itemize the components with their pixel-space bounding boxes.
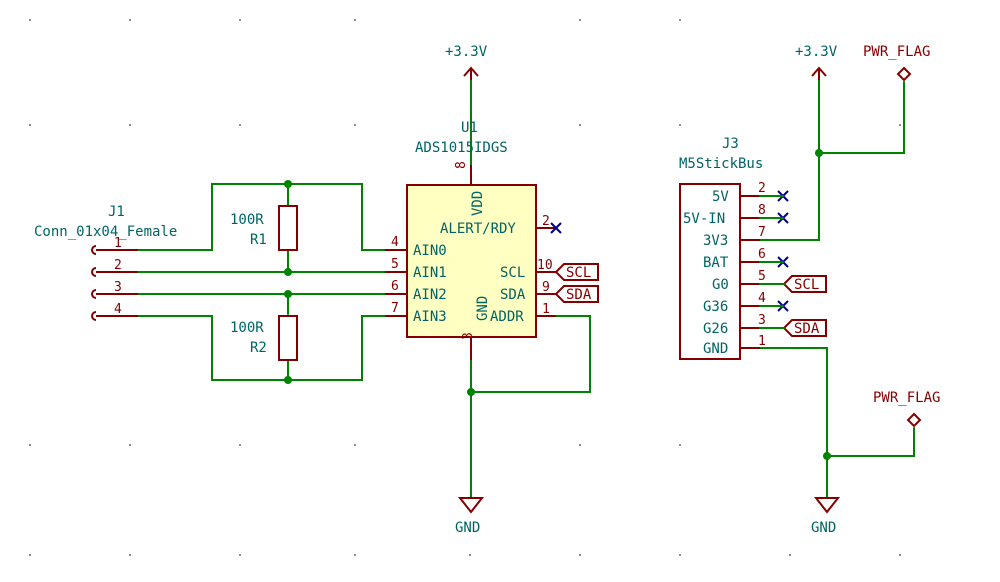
- j3-pin-bat-num: 6: [758, 247, 766, 262]
- net-label-j3-sda[interactable]: SDA: [759, 319, 827, 337]
- pwr-flag-bottom[interactable]: PWR_FLAG: [873, 390, 940, 428]
- u1-adc[interactable]: U1 ADS1015IDGS 8 4 5 6 7 2 10 9 1 3 VDD …: [385, 120, 556, 360]
- resistor-r1[interactable]: 100R R1: [230, 205, 298, 251]
- u1-pin-ain1-name: AIN1: [413, 265, 447, 281]
- j3-pin-5vin-num: 8: [758, 203, 766, 218]
- j3-no-connects: [777, 190, 789, 312]
- u1-pin-alert-num: 2: [542, 214, 550, 229]
- net-label-j3-scl[interactable]: SCL: [759, 275, 827, 293]
- j3-pin-5vin-name: 5V-IN: [683, 211, 725, 227]
- j3-pin-g26-num: 3: [758, 313, 766, 328]
- r1-value: 100R: [230, 212, 264, 228]
- u1-value: ADS1015IDGS: [415, 140, 508, 156]
- u1-pin-scl-name: SCL: [500, 265, 525, 281]
- junction-pwr-flag-top: [815, 149, 823, 157]
- j1-pin3-num: 3: [114, 280, 122, 295]
- u1-alert-nc: [550, 222, 562, 234]
- u1-pin-sda-name: SDA: [500, 287, 526, 303]
- u1-pin-addr-name: ADDR: [490, 309, 524, 325]
- power-u1-vdd[interactable]: +3.3V: [445, 44, 488, 80]
- j3-pin-g36-num: 4: [758, 291, 766, 306]
- u1-pin-sda-num: 9: [542, 280, 550, 295]
- u1-pin-ain3-name: AIN3: [413, 309, 447, 325]
- pwr-flag-bottom-label: PWR_FLAG: [873, 390, 940, 406]
- r2-value: 100R: [230, 320, 264, 336]
- power-j3-vdd[interactable]: +3.3V: [795, 44, 838, 80]
- u1-pin-ain3-num: 7: [391, 301, 399, 316]
- j3-pin-bat-name: BAT: [703, 255, 729, 271]
- r2-ref: R2: [250, 340, 267, 356]
- j1-connector[interactable]: J1 Conn_01x04_Female 1 2 3 4: [34, 204, 177, 321]
- j3-pin-g26-name: G26: [703, 321, 728, 337]
- junction-r1-top: [284, 180, 292, 188]
- u1-pin-ain0-num: 4: [391, 235, 399, 250]
- u1-pin-vdd-name: VDD: [470, 191, 486, 216]
- j3-pin-5v-num: 2: [758, 181, 766, 196]
- grid-dots: [29, 19, 901, 556]
- pwr-flag-top[interactable]: PWR_FLAG: [863, 44, 930, 82]
- junction-u1-gnd: [467, 388, 475, 396]
- j3-pin-gnd-name: GND: [703, 341, 728, 357]
- gnd-right-label: GND: [811, 520, 836, 536]
- power-j3-vdd-label: +3.3V: [795, 44, 838, 60]
- j1-ref: J1: [108, 204, 125, 220]
- net-label-u1-scl[interactable]: SCL: [554, 263, 599, 281]
- net-label-u1-scl-text: SCL: [566, 265, 591, 281]
- u1-pin-addr-num: 1: [542, 302, 550, 317]
- j3-pin-3v3-name: 3V3: [703, 233, 728, 249]
- j3-pin-g0-num: 5: [758, 269, 766, 284]
- r1-ref: R1: [250, 232, 267, 248]
- power-u1-vdd-label: +3.3V: [445, 44, 488, 60]
- u1-pin-ain2-name: AIN2: [413, 287, 447, 303]
- j3-pin-3v3-num: 7: [758, 225, 766, 240]
- gnd-symbol-left[interactable]: GND: [455, 497, 485, 536]
- j1-pin1-num: 1: [114, 236, 122, 251]
- j3-pin-gnd-num: 1: [758, 334, 766, 349]
- u1-pin-gnd-num: 3: [461, 332, 476, 340]
- net-label-u1-sda[interactable]: SDA: [554, 285, 599, 303]
- junction-r2-bottom: [284, 376, 292, 384]
- u1-ref: U1: [461, 120, 478, 136]
- junction-pwr-flag-bottom: [823, 452, 831, 460]
- j3-m5stickbus[interactable]: J3 M5StickBus 5V 5V-IN 3V3 BAT G0 G36 G2…: [679, 136, 766, 360]
- net-label-j3-sda-text: SDA: [794, 321, 820, 337]
- junction-r1-bottom: [284, 268, 292, 276]
- j3-pin-g0-name: G0: [712, 277, 729, 293]
- u1-pin-alert-name: ALERT/RDY: [440, 221, 516, 237]
- j1-pin2-num: 2: [114, 258, 122, 273]
- u1-pin-gnd-name: GND: [475, 296, 491, 321]
- j1-value: Conn_01x04_Female: [34, 224, 177, 240]
- net-label-u1-sda-text: SDA: [566, 287, 592, 303]
- junctions: [284, 149, 831, 460]
- junction-r2-top: [284, 290, 292, 298]
- gnd-left-label: GND: [455, 520, 480, 536]
- pwr-flag-top-label: PWR_FLAG: [863, 44, 930, 60]
- j3-pin-g36-name: G36: [703, 299, 728, 315]
- j1-pin4-num: 4: [114, 302, 122, 317]
- net-label-j3-scl-text: SCL: [794, 277, 819, 293]
- j3-value: M5StickBus: [679, 156, 763, 172]
- j3-pin-5v-name: 5V: [712, 189, 729, 205]
- j3-ref: J3: [722, 136, 739, 152]
- gnd-symbol-right[interactable]: GND: [811, 497, 841, 536]
- u1-pin-scl-num: 10: [537, 258, 553, 273]
- u1-pin-ain0-name: AIN0: [413, 243, 447, 259]
- resistor-r2[interactable]: 100R R2: [230, 315, 298, 361]
- u1-pin-ain1-num: 5: [391, 257, 399, 272]
- u1-pin-ain2-num: 6: [391, 279, 399, 294]
- j3-nc-stubs: [759, 195, 784, 307]
- u1-pin-vdd-num: 8: [454, 161, 469, 169]
